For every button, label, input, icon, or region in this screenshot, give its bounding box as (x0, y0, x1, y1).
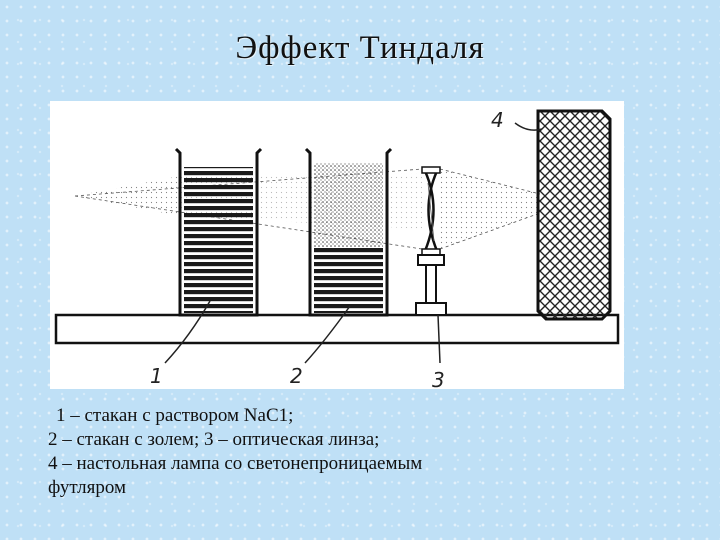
glass-1-nacl-solution (174, 147, 263, 317)
glass-2-sol (304, 147, 393, 317)
caption-line-4: футляром (48, 477, 127, 498)
label-3: 3 (432, 368, 445, 389)
tyndall-diagram: 1 2 3 4 (50, 101, 624, 389)
caption-line-2: 2 – стакан с золем; 3 – оптическая линза… (48, 429, 380, 450)
label-2: 2 (290, 364, 303, 388)
caption: 1 – стакан с раствором NaC1; 2 – стакан … (48, 404, 668, 500)
leader-lines (164, 122, 543, 364)
caption-line-1: 1 – стакан с раствором NaC1; (56, 405, 294, 426)
table-base (54, 313, 620, 345)
optical-lens (415, 166, 447, 316)
label-4: 4 (491, 108, 504, 132)
lamp-case (536, 109, 612, 321)
slide-title: Эффект Тиндаля (235, 30, 485, 66)
caption-line-3: 4 – настольная лампа со светонепроницаем… (48, 453, 423, 474)
label-1: 1 (150, 364, 163, 388)
light-beam (74, 168, 541, 250)
